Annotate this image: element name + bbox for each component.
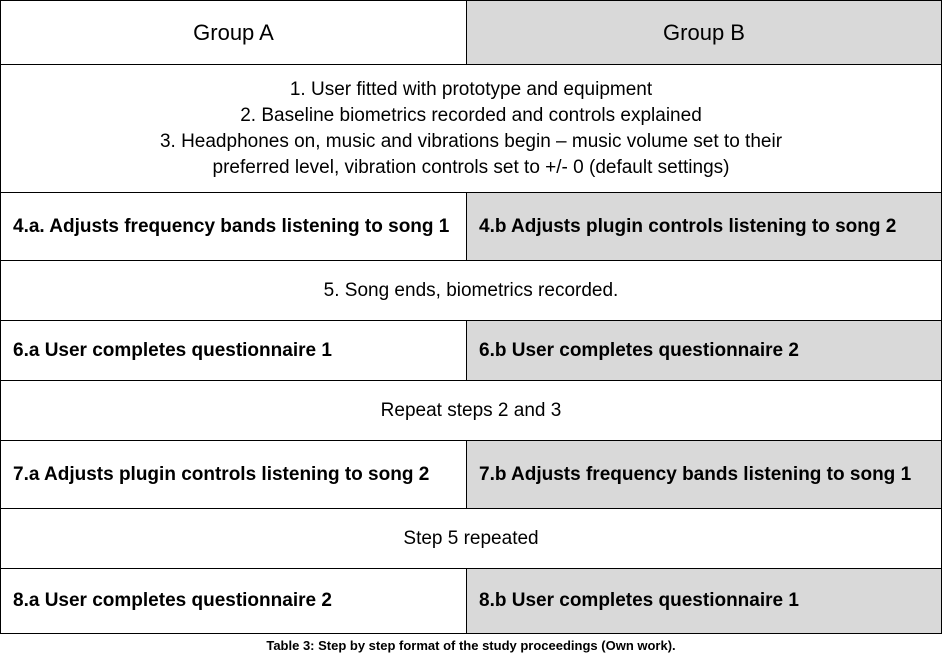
step-8b: 8.b User completes questionnaire 1 xyxy=(467,569,941,633)
setup-step-2: 2. Baseline biometrics recorded and cont… xyxy=(240,104,702,126)
setup-step-1: 1. User fitted with prototype and equipm… xyxy=(289,78,653,100)
setup-step-3-continued: preferred level, vibration controls set … xyxy=(212,156,730,178)
header-group-a: Group A xyxy=(1,1,467,65)
setup-step-3: 3. Headphones on, music and vibrations b… xyxy=(159,130,783,152)
step-4a: 4.a. Adjusts frequency bands listening t… xyxy=(1,193,467,261)
study-procedure-table: Group A Group B 1. User fitted with prot… xyxy=(0,0,942,634)
setup-steps: 1. User fitted with prototype and equipm… xyxy=(1,65,941,193)
step-7a: 7.a Adjusts plugin controls listening to… xyxy=(1,441,467,509)
step-5: 5. Song ends, biometrics recorded. xyxy=(1,261,941,321)
step-4b: 4.b Adjusts plugin controls listening to… xyxy=(467,193,941,261)
step-8a: 8.a User completes questionnaire 2 xyxy=(1,569,467,633)
header-group-b: Group B xyxy=(467,1,941,65)
step-7b: 7.b Adjusts frequency bands listening to… xyxy=(467,441,941,509)
table-caption: Table 3: Step by step format of the stud… xyxy=(266,638,676,653)
step-6b: 6.b User completes questionnaire 2 xyxy=(467,321,941,381)
step-5-repeated: Step 5 repeated xyxy=(1,509,941,569)
step-6a: 6.a User completes questionnaire 1 xyxy=(1,321,467,381)
repeat-steps: Repeat steps 2 and 3 xyxy=(1,381,941,441)
